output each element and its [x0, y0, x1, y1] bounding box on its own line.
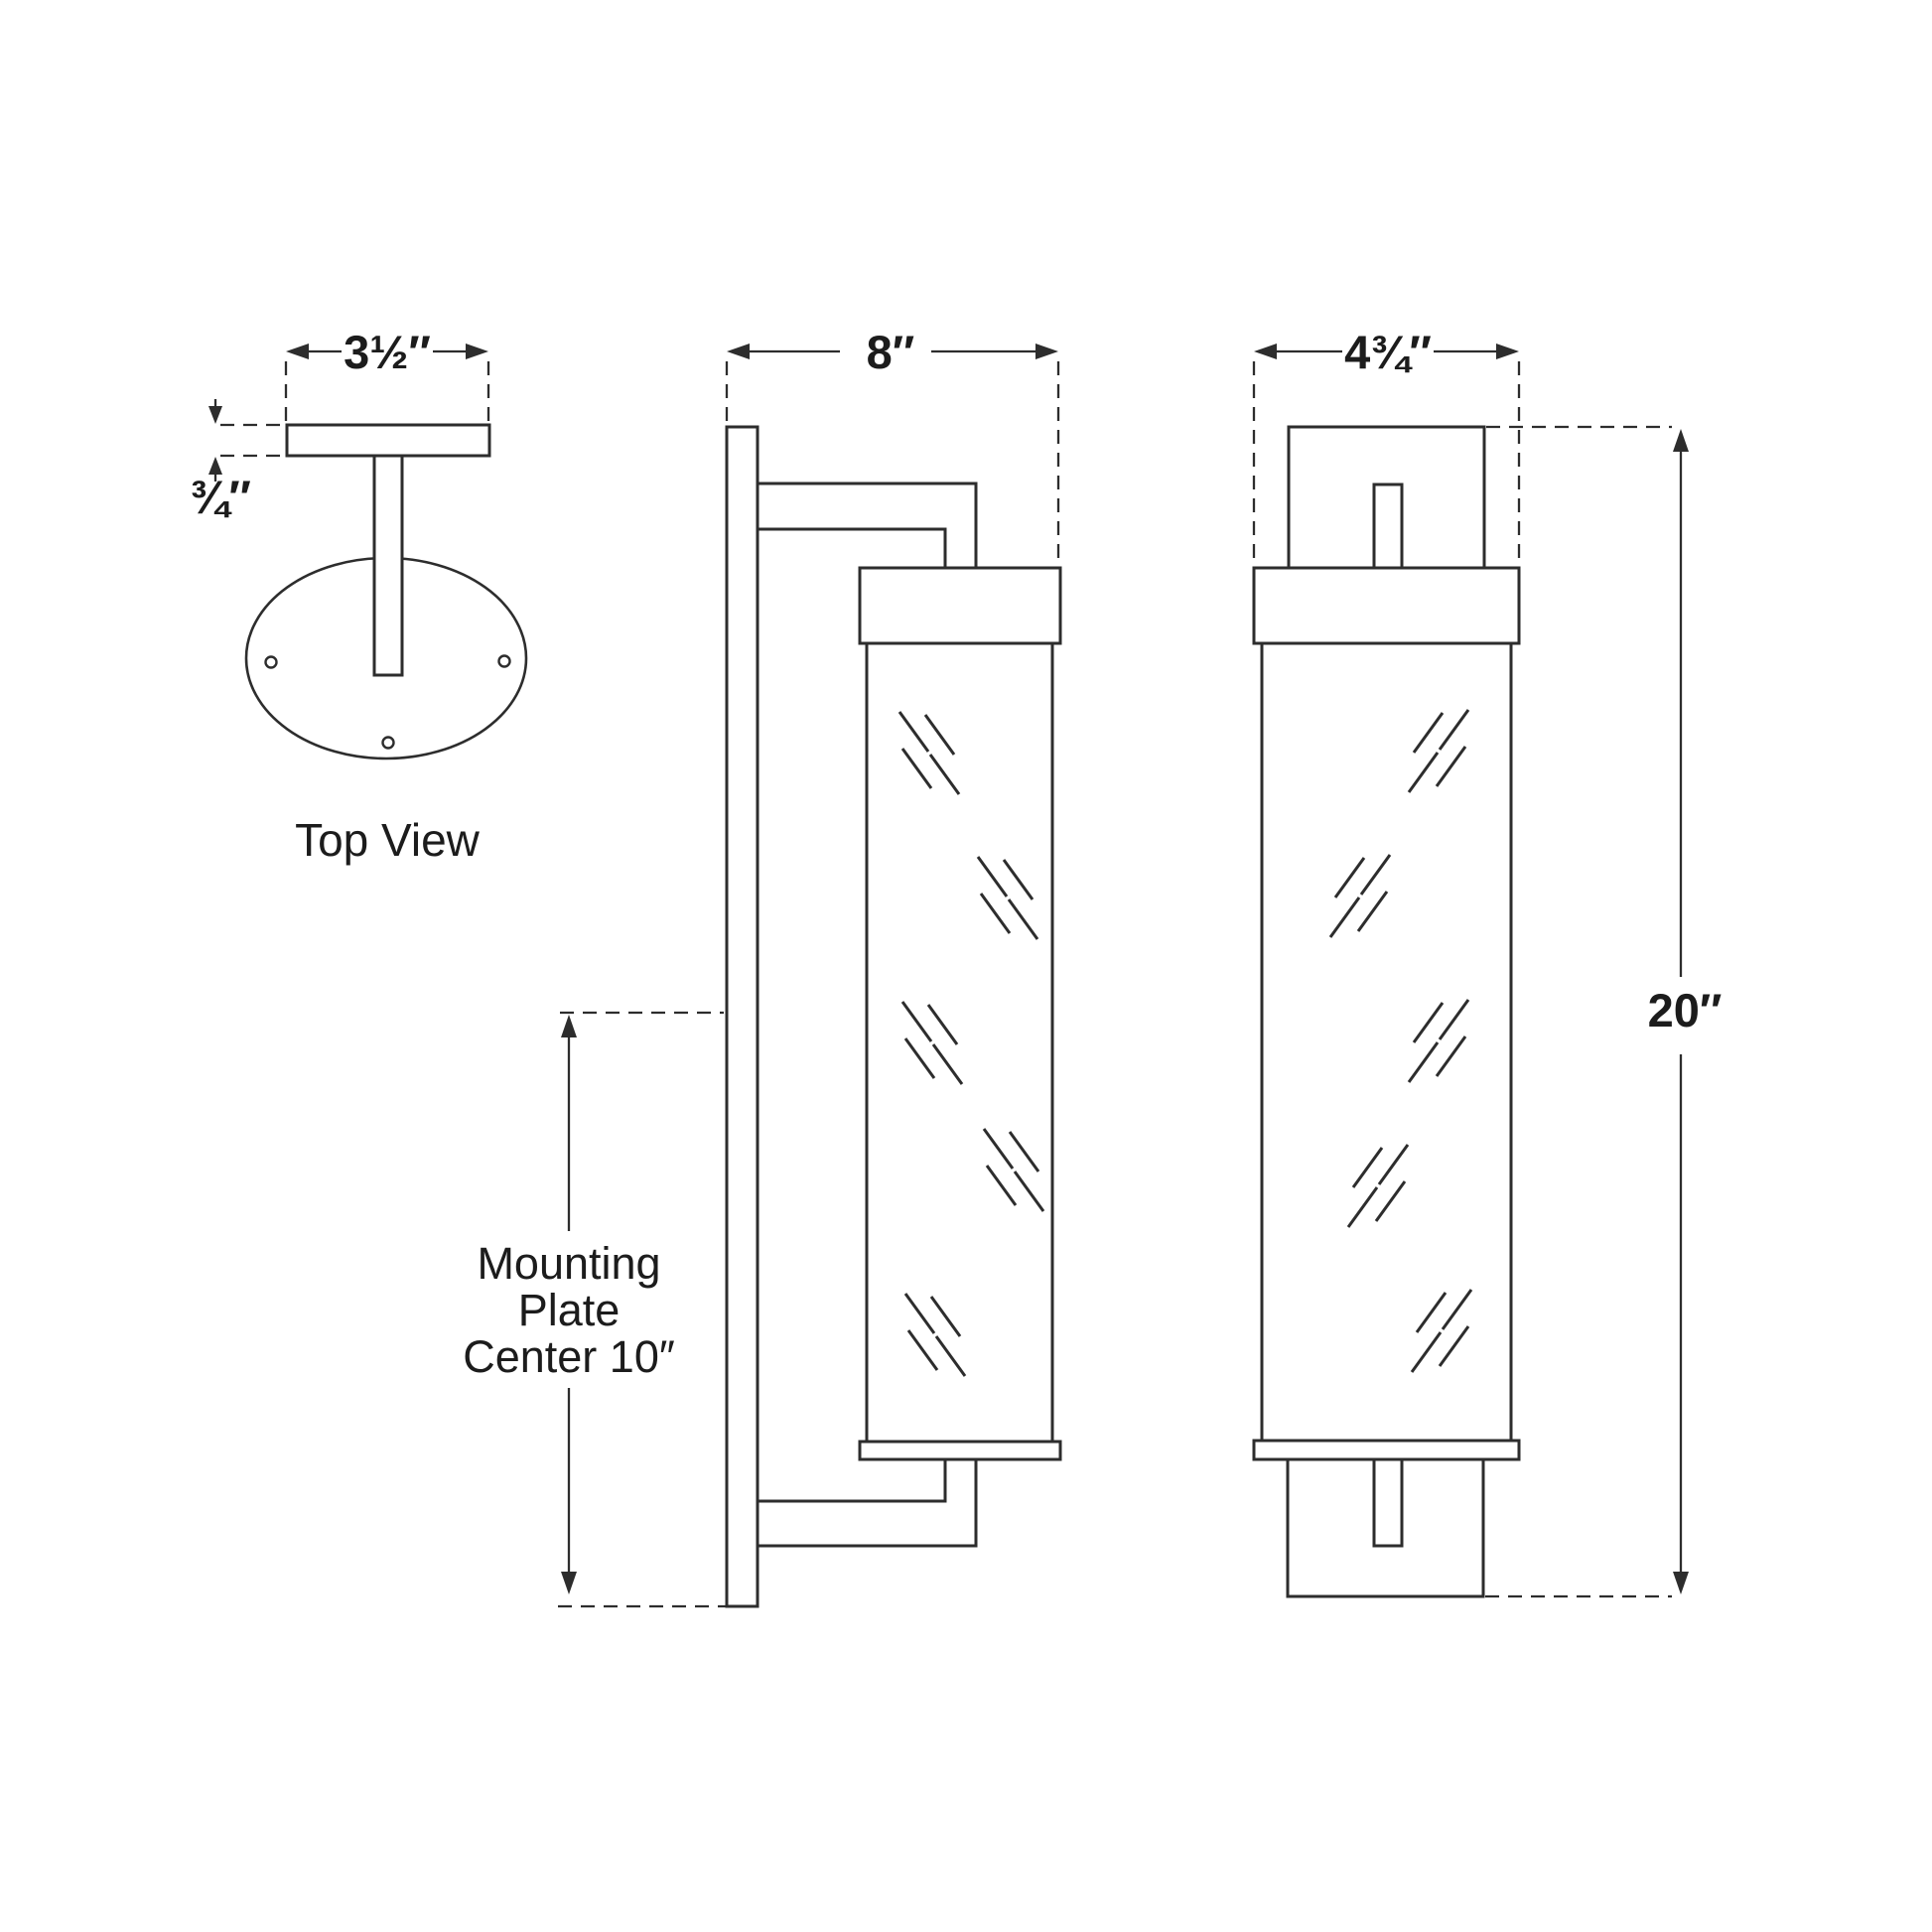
top-cap-front — [1252, 566, 1521, 645]
upper-arm — [758, 482, 978, 568]
glass-reflection-marks-front — [1328, 709, 1473, 1373]
glass-reflection-stroke — [1328, 897, 1361, 938]
arrowhead-right — [1496, 344, 1519, 359]
arrowhead-down — [561, 1572, 577, 1594]
bottom-cap-front — [1252, 1439, 1521, 1461]
glass-reflection-stroke — [1410, 1331, 1443, 1373]
side-view: 8″ Mounting Plate Center 10″ — [463, 326, 1062, 1608]
glass-reflection-stroke — [900, 1001, 933, 1042]
screw-hole-left — [264, 655, 278, 669]
glass-reflection-stroke — [1359, 854, 1392, 896]
top-view: 3½″ ¾″ Top View — [190, 326, 528, 866]
lower-arm-inner — [758, 1460, 947, 1503]
front-view: 4¾″ 20″ — [1252, 326, 1723, 1598]
top-view-thickness-label: ¾″ — [190, 471, 251, 523]
arrowhead-up — [1673, 429, 1689, 452]
screw-hole-bottom — [381, 736, 395, 750]
mounting-stem — [372, 454, 404, 677]
glass-reflection-stroke — [1377, 1144, 1410, 1185]
glass-reflection-stroke — [1374, 1180, 1407, 1222]
arrowhead-down — [208, 406, 222, 424]
glass-reflection-stroke — [900, 748, 933, 789]
glass-reflection-stroke — [897, 711, 930, 753]
glass-reflection-stroke — [1438, 1325, 1470, 1367]
glass-reflection-stroke — [1356, 891, 1389, 932]
glass-reflection-marks-side — [897, 711, 1045, 1377]
glass-reflection-stroke — [1351, 1147, 1384, 1188]
top-view-width-label: 3½″ — [344, 326, 431, 378]
arm-slot-top — [1372, 483, 1404, 570]
mounting-center-dimension: Mounting Plate Center 10″ — [463, 1011, 731, 1608]
glass-reflection-stroke — [1407, 1041, 1440, 1083]
arrowhead-up — [208, 457, 222, 475]
glass-cylinder-front — [1260, 641, 1513, 1443]
glass-reflection-stroke — [1013, 1171, 1045, 1212]
glass-reflection-stroke — [979, 893, 1012, 934]
glass-reflection-stroke — [982, 1128, 1015, 1170]
mounting-label-line1: Mounting — [477, 1238, 660, 1289]
arrowhead-right — [1035, 344, 1058, 359]
glass-reflection-stroke — [1441, 1289, 1473, 1330]
glass-reflection-stroke — [1415, 1292, 1448, 1333]
glass-reflection-stroke — [1346, 1186, 1379, 1228]
glass-reflection-stroke — [1007, 898, 1039, 940]
glass-reflection-stroke — [926, 1004, 959, 1045]
arrowhead-up — [561, 1015, 577, 1037]
glass-reflection-stroke — [1412, 1002, 1445, 1043]
height-label: 20″ — [1648, 984, 1723, 1036]
glass-reflection-stroke — [928, 754, 961, 795]
glass-reflection-stroke — [903, 1293, 936, 1334]
glass-reflection-stroke — [1435, 746, 1467, 787]
glass-reflection-stroke — [929, 1296, 962, 1337]
backplate-bar — [285, 423, 491, 458]
glass-reflection-stroke — [1435, 1035, 1467, 1077]
glass-reflection-stroke — [1438, 999, 1470, 1040]
depth-label: 8″ — [867, 326, 915, 378]
glass-reflection-stroke — [1412, 712, 1445, 754]
top-cap-side — [858, 566, 1062, 645]
arrowhead-down — [1673, 1572, 1689, 1594]
bottom-cap-side — [858, 1440, 1062, 1461]
arrowhead-left — [1254, 344, 1277, 359]
glass-reflection-stroke — [1002, 859, 1035, 900]
glass-reflection-stroke — [1438, 709, 1470, 751]
width-dimension: 4¾″ — [1252, 326, 1521, 562]
arrowhead-left — [727, 344, 750, 359]
glass-reflection-stroke — [1333, 857, 1366, 898]
lower-arm — [758, 1460, 978, 1548]
mounting-plate-side — [725, 425, 759, 1608]
glass-reflection-stroke — [906, 1329, 939, 1371]
glass-reflection-stroke — [985, 1165, 1018, 1206]
glass-reflection-stroke — [923, 714, 956, 756]
front-width-label: 4¾″ — [1344, 326, 1432, 378]
screw-hole-right — [497, 654, 511, 668]
height-dimension: 20″ — [1485, 425, 1723, 1598]
glass-reflection-stroke — [931, 1043, 964, 1085]
glass-cylinder-side — [865, 641, 1054, 1444]
arm-slot-bottom — [1372, 1457, 1404, 1548]
mounting-label-line2: Plate — [518, 1285, 621, 1335]
top-view-width-dimension: 3½″ — [284, 326, 490, 421]
glass-reflection-stroke — [903, 1037, 936, 1079]
top-view-caption: Top View — [295, 814, 481, 866]
glass-reflection-stroke — [934, 1335, 967, 1377]
glass-reflection-stroke — [1407, 752, 1440, 793]
arrowhead-right — [466, 344, 488, 359]
upper-arm-inner — [758, 527, 947, 568]
glass-reflection-stroke — [1008, 1131, 1040, 1173]
arrowhead-left — [286, 344, 309, 359]
glass-reflection-stroke — [976, 856, 1009, 897]
top-view-thickness-dimension: ¾″ — [190, 399, 284, 523]
depth-dimension: 8″ — [725, 326, 1060, 564]
mounting-label-line3: Center 10″ — [463, 1331, 675, 1382]
